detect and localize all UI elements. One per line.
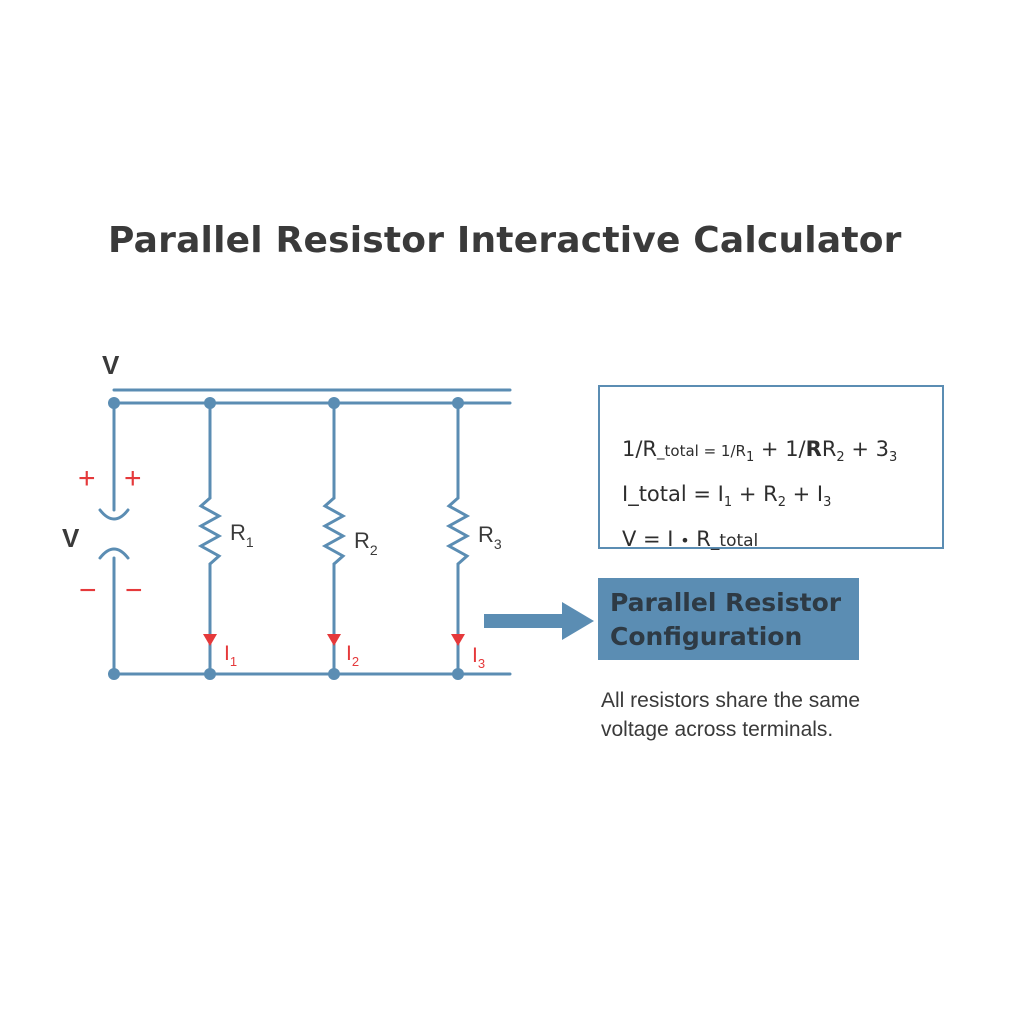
source-plate-top — [98, 508, 130, 521]
current-2-label: I2 — [346, 642, 359, 669]
resistor-3-zigzag — [445, 496, 471, 566]
resistor-3-label: R3 — [478, 522, 502, 552]
formula-current: I_total = I1 + R2 + I3 — [622, 482, 832, 511]
formula-resistance: 1/R_total = 1/R1 + 1/RR2 + 33 — [622, 437, 898, 466]
resistor-2-zigzag — [321, 496, 347, 566]
node-top-r2 — [328, 397, 340, 409]
resistor-1-zigzag — [197, 496, 223, 566]
configuration-note: All resistors share the same voltage acr… — [601, 689, 861, 741]
source-plus-left: + — [78, 462, 96, 495]
source-plate-bottom — [98, 547, 130, 560]
source-label: V — [62, 523, 80, 553]
node-bottom-source — [108, 668, 120, 680]
top-rail-label: V — [102, 350, 120, 380]
current-1-label: I1 — [224, 642, 237, 669]
current-3-label: I3 — [472, 644, 485, 671]
page-title: Parallel Resistor Interactive Calculator — [108, 220, 902, 261]
configuration-label-box: Parallel Resistor Configuration — [598, 578, 859, 660]
pointer-arrow-head — [562, 602, 594, 640]
resistor-branch-1: R1 I1 — [197, 401, 254, 676]
current-3-arrow — [451, 634, 465, 646]
resistor-branch-3: R3 I3 — [445, 401, 502, 676]
config-title-line-2: Configuration — [610, 622, 803, 651]
source-plus-right: + — [124, 462, 142, 495]
node-bottom-r3 — [452, 668, 464, 680]
source-minus-left: − — [79, 574, 97, 607]
resistor-2-label: R2 — [354, 528, 378, 558]
current-1-arrow — [203, 634, 217, 646]
node-top-r1 — [204, 397, 216, 409]
formula-voltage: V = I • R_total — [622, 527, 759, 552]
source-minus-right: − — [125, 574, 143, 607]
node-bottom-r2 — [328, 668, 340, 680]
resistor-branch-2: R2 I2 — [321, 401, 378, 676]
formula-box: 1/R_total = 1/R1 + 1/RR2 + 33 I_total = … — [598, 385, 944, 551]
current-2-arrow — [327, 634, 341, 646]
resistor-1-label: R1 — [230, 520, 254, 550]
node-top-source — [108, 397, 120, 409]
node-bottom-r1 — [204, 668, 216, 680]
node-top-r3 — [452, 397, 464, 409]
config-title-line-1: Parallel Resistor — [610, 588, 842, 617]
